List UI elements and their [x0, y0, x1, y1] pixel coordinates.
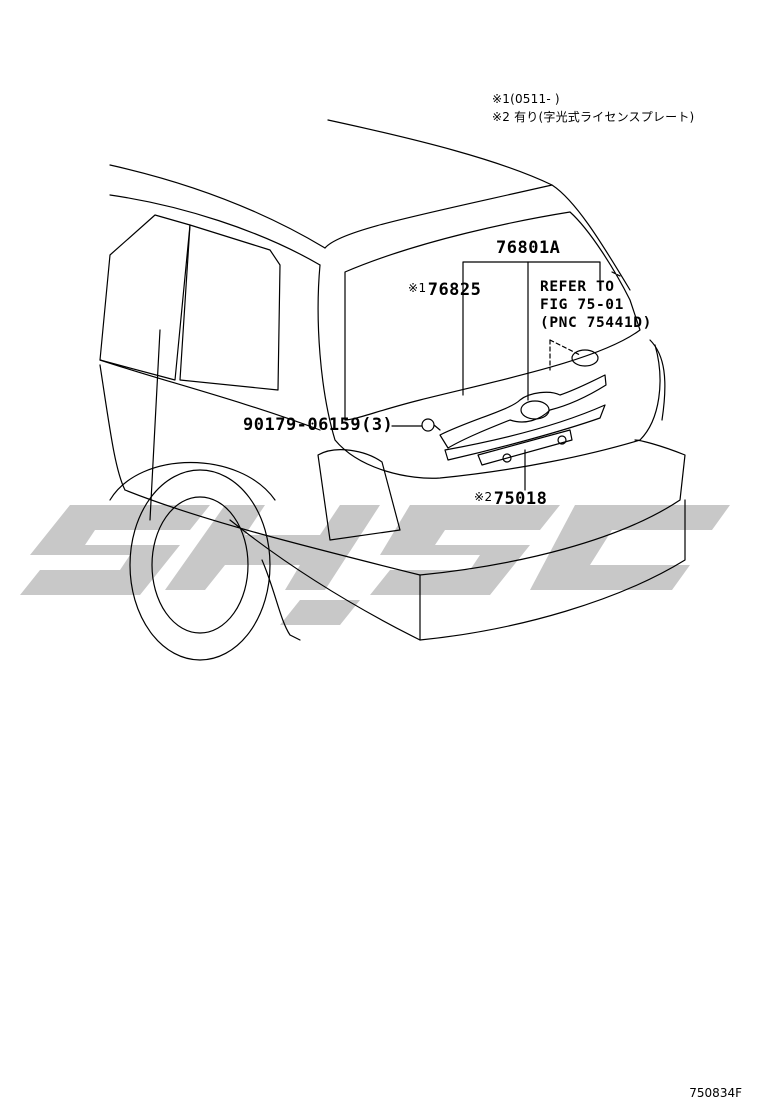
side-window-1 [99, 214, 191, 381]
watermark-glyph-1 [20, 505, 210, 595]
refer-line-3: (PNC 75441D) [540, 315, 652, 331]
rear-window [344, 211, 641, 421]
wheel-arch [109, 462, 276, 501]
body-side [99, 359, 321, 431]
figure-id: 750834F [689, 1086, 742, 1100]
part-76825-mark: ※1 [408, 281, 427, 295]
rear-gate [317, 264, 661, 479]
door-line [149, 329, 161, 521]
lamp-screw-right [557, 435, 567, 445]
rear-wheel [129, 469, 271, 661]
lamp-unit [477, 429, 573, 466]
rear-wheel-rim [151, 496, 249, 634]
leader-refer-2 [549, 339, 581, 356]
emblem [571, 349, 599, 367]
note-2-mark: ※2 [492, 110, 511, 124]
refer-line-2: FIG 75-01 [540, 297, 624, 313]
part-90179-06159[interactable]: 90179-06159(3) [243, 415, 394, 435]
roof-side [109, 194, 321, 266]
part-76801A[interactable]: 76801A [496, 238, 561, 258]
watermark-glyph-4 [370, 505, 560, 595]
part-76825-number: 76825 [427, 280, 482, 300]
refer-line-1: REFER TO [540, 279, 615, 295]
clip-stem [433, 424, 441, 431]
refer-to-block[interactable]: REFER TO FIG 75-01 (PNC 75441D) [540, 278, 652, 332]
garnish-outline [439, 374, 607, 449]
clip [421, 418, 435, 432]
watermark-glyph-3 [280, 600, 360, 625]
part-75018-number: 75018 [493, 489, 548, 509]
mud-flap [261, 559, 301, 641]
bumper [124, 439, 686, 576]
roof-line [327, 119, 553, 186]
rear-corner [649, 339, 666, 421]
lamp-screw-left [502, 453, 512, 463]
rear-pillar [324, 184, 631, 291]
part-75018[interactable]: ※275018 [474, 489, 547, 509]
watermark-glyph-5 [530, 505, 730, 590]
watermark-glyph-2 [165, 505, 380, 590]
leader-76801A [462, 261, 601, 396]
tail-light [317, 449, 401, 541]
leader-ticks [611, 271, 621, 277]
note-1-mark: ※1 [492, 92, 511, 106]
body-lower [99, 364, 126, 491]
watermark-logo [20, 505, 730, 625]
roof-front [109, 164, 326, 249]
part-75018-mark: ※2 [474, 490, 493, 504]
emblem-recess [520, 400, 550, 420]
part-76825[interactable]: ※176825 [408, 280, 481, 300]
note-1-text: (0511- ) [510, 92, 560, 106]
garnish-lower [444, 404, 606, 461]
note-2-text: 有り(字光式ライセンスプレート) [514, 110, 695, 124]
side-window-2 [179, 224, 281, 391]
note-1: ※1(0511- ) [492, 92, 560, 106]
